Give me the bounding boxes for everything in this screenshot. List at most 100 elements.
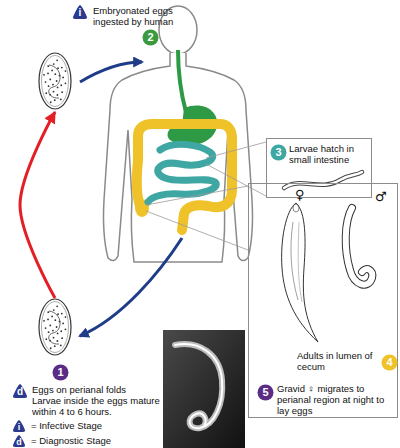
stage-caption: Embryonated eggs ingested by human: [93, 5, 185, 27]
egg-larva-speck: [61, 67, 63, 69]
sex-symbol: ♂: [375, 190, 391, 204]
egg-larva-speck: [56, 59, 58, 61]
egg-larva-speck: [54, 319, 56, 321]
micrograph-worm: [175, 344, 222, 428]
small-intestine: [148, 144, 216, 202]
egg-larva-speck: [48, 331, 50, 333]
female-worm-detail: [291, 222, 298, 300]
sex-symbol: ♀: [295, 188, 311, 202]
step-circle: 2: [142, 29, 159, 46]
esophagus: [178, 50, 186, 112]
egg-larva-speck: [51, 316, 53, 318]
embryonated-egg-outline: [38, 52, 72, 110]
egg-larva-speck: [52, 330, 54, 332]
embryonated-egg: Embryonated eggs ingested by human: [38, 52, 72, 110]
egg-larva-speck: [51, 70, 53, 72]
egg-larva-speck: [53, 337, 55, 339]
egg-larva-speck: [61, 337, 63, 339]
egg-larva-speck: [57, 87, 59, 89]
number-circle: [143, 30, 159, 46]
badge-shape: [13, 384, 27, 398]
egg-larva-speck: [62, 76, 64, 78]
micrograph: [163, 330, 245, 448]
callout-number: 3: [270, 144, 287, 161]
infective-stage-badge: i: [72, 4, 88, 20]
perianal-egg: Eggs on perianal foldsLarvae inside the …: [38, 298, 72, 356]
stage-caption: Adults in lumen of cecum: [297, 350, 379, 372]
male-worm: [346, 208, 373, 285]
number-circle: [271, 145, 287, 161]
egg-larva-speck: [48, 85, 50, 87]
egg-larva-speck: [60, 345, 62, 347]
egg-laying-arrow: [80, 238, 182, 336]
female-worm-detail: [298, 222, 302, 302]
number-circle: [53, 365, 69, 381]
leader-line: [146, 186, 248, 205]
step-circle: 1: [52, 364, 69, 381]
egg-larva-speck: [53, 91, 55, 93]
leader-line: [146, 211, 248, 250]
diagnostic-stage-badge: d: [12, 383, 28, 399]
male-worm: [346, 208, 373, 285]
micrograph-worm: [175, 344, 222, 428]
egg-larva-speck: [57, 333, 59, 335]
larva-box: Larvae hatch in small intestine3: [266, 138, 372, 198]
egg-larva-speck: [65, 328, 67, 330]
stage-letter: d: [12, 386, 28, 398]
egg-larva-speck: [65, 82, 67, 84]
number-circle: [382, 355, 398, 371]
callout-number: 5: [257, 384, 274, 401]
egg-larva-speck: [49, 325, 51, 327]
egg-larva-speck: [47, 65, 49, 67]
egg-shell: [39, 53, 71, 109]
egg-larva-speck: [54, 99, 56, 101]
badge-shape: [13, 435, 25, 447]
egg-larva-speck: [57, 67, 59, 69]
step-circle: 5: [257, 384, 274, 401]
stage-letter: i: [72, 7, 88, 19]
egg-larva-speck: [50, 347, 52, 349]
egg-larva-speck: [56, 305, 58, 307]
legend-text: = Infective Stage: [31, 419, 102, 433]
egg-larva-speck: [62, 322, 64, 324]
egg-larva-speck: [61, 313, 63, 315]
callout-number: 4: [381, 354, 398, 371]
egg-larva: [49, 65, 60, 98]
egg-larva-speck: [54, 73, 56, 75]
egg-larva-speck: [52, 84, 54, 86]
egg-larva-speck: [53, 63, 55, 65]
egg-larva-speck: [45, 92, 47, 94]
number-circle: [258, 385, 274, 401]
egg-larva-speck: [60, 330, 62, 332]
leader-line: [206, 142, 266, 158]
large-intestine: [137, 124, 232, 230]
leader-line: [206, 164, 266, 196]
egg-larva-speck: [53, 309, 55, 311]
stage-letter: d: [12, 436, 26, 448]
stage-caption: Gravid ♀ migrates to perianal region at …: [277, 383, 389, 416]
cycle-arrow: [20, 112, 55, 298]
egg-larva-speck: [65, 316, 67, 318]
perianal-egg-outline: [38, 298, 72, 356]
adult-worms-box: ♀ ♂ Adults in lumen of cecumGravid ♀ migra…: [248, 183, 398, 418]
egg-larva-speck: [45, 327, 47, 329]
stage-letter: i: [12, 421, 26, 433]
egg-larva-speck: [65, 70, 67, 72]
larva-drawing: [284, 172, 362, 188]
egg-larva-speck: [49, 79, 51, 81]
egg-larva-speck: [47, 319, 49, 321]
egg-larva-speck: [56, 326, 58, 328]
egg-larva: [49, 311, 60, 344]
egg-larva-speck: [56, 80, 58, 82]
badge-shape: [73, 5, 87, 19]
callout-number: 2: [142, 29, 159, 46]
badge-shape: [13, 420, 25, 432]
egg-larva-speck: [60, 84, 62, 86]
egg-larva-speck: [45, 81, 47, 83]
egg-larva-speck: [56, 94, 58, 96]
stage-caption: Larvae hatch in small intestine: [289, 143, 371, 165]
egg-larva-speck: [50, 101, 52, 103]
